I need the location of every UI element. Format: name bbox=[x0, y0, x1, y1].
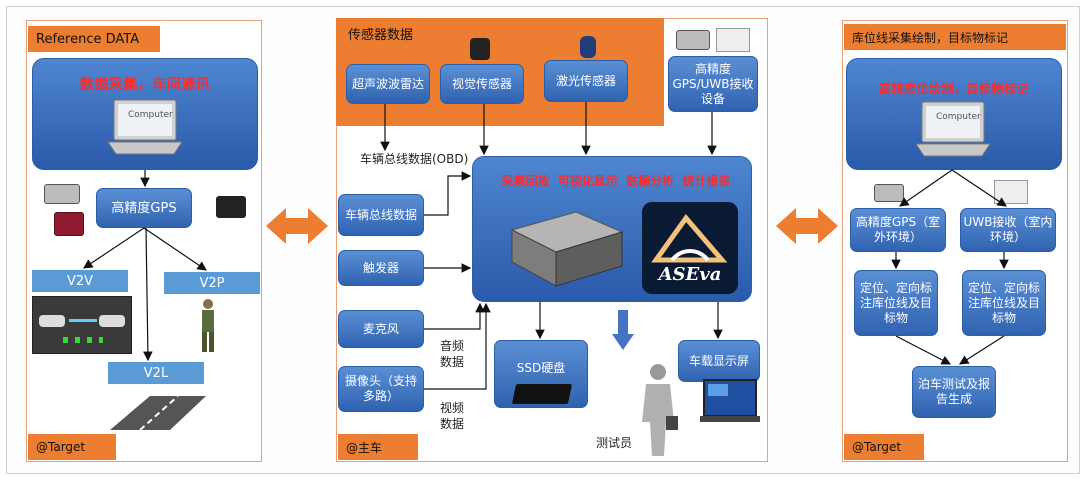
report-box: 泊车测试及报告生成 bbox=[912, 366, 996, 418]
input-microphone: 麦克风 bbox=[338, 310, 424, 348]
middle-footer: @主车 bbox=[338, 434, 418, 460]
obd-label: 车辆总线数据(OBD) bbox=[360, 152, 469, 166]
right-gps-box: 高精度GPS（室外环境） bbox=[850, 208, 946, 252]
car-icon bbox=[99, 315, 125, 327]
right-uwb-box: UWB接收（室内环境） bbox=[960, 208, 1056, 252]
aseva-logo-text: ASEva bbox=[658, 264, 722, 285]
lidar-sensor-icon bbox=[580, 36, 596, 58]
right-footer: @Target bbox=[844, 434, 924, 460]
down-arrow-icon bbox=[612, 310, 634, 350]
gps-device-icon bbox=[874, 184, 904, 202]
tester-icon bbox=[640, 362, 680, 458]
sensor-gps-uwb: 高精度GPS/UWB接收设备 bbox=[668, 56, 758, 112]
input-trigger: 触发器 bbox=[338, 250, 424, 286]
left-gps-box: 高精度GPS bbox=[96, 188, 192, 228]
gps-device-icon bbox=[44, 184, 80, 204]
double-arrow-left bbox=[266, 208, 328, 244]
computer-icon: Computer bbox=[915, 100, 991, 160]
input-camera: 摄像头（支持多路） bbox=[338, 366, 424, 412]
audio-label: 音频数据 bbox=[440, 339, 465, 369]
laptop-icon bbox=[700, 378, 760, 426]
left-title: 数据采集，车间通讯 bbox=[79, 77, 211, 93]
aseva-logo: ASEva bbox=[642, 202, 738, 294]
sensor-ultrasonic: 超声波波雷达 bbox=[346, 64, 430, 104]
video-label: 视频数据 bbox=[440, 401, 465, 431]
middle-header: 传感器数据 bbox=[348, 28, 414, 43]
computer-label: Computer bbox=[936, 112, 981, 122]
camera-sensor-icon bbox=[470, 38, 490, 60]
road-icon bbox=[110, 395, 206, 431]
gps-uwb-device-icon bbox=[676, 30, 710, 50]
left-header: Reference DATA bbox=[28, 26, 160, 52]
signal-icon bbox=[69, 319, 97, 322]
indicator-lights bbox=[63, 337, 103, 343]
right-title: 高精库位绘制，目标物标记 bbox=[878, 82, 1029, 96]
ssd-label: SSD硬盘 bbox=[516, 361, 566, 375]
v2v-road-image bbox=[32, 296, 132, 354]
car-icon bbox=[39, 315, 65, 327]
computer-label: Computer bbox=[128, 110, 173, 120]
right-header: 库位线采集绘制，目标物标记 bbox=[844, 24, 1066, 50]
sensor-laser: 激光传感器 bbox=[544, 60, 628, 102]
left-footer: @Target bbox=[28, 434, 116, 460]
sensor-vision: 视觉传感器 bbox=[440, 64, 524, 104]
router-device-icon bbox=[54, 212, 84, 236]
computer-box-icon bbox=[506, 200, 624, 290]
features-label: 采集回放 可视化显示 数据分析 统计报告 bbox=[501, 174, 731, 188]
computer-icon: Computer bbox=[107, 98, 183, 158]
receiver-device-icon bbox=[216, 196, 246, 218]
v2v-box: V2V bbox=[32, 270, 128, 292]
input-bus-data: 车辆总线数据 bbox=[338, 194, 424, 236]
v2p-box: V2P bbox=[164, 272, 260, 294]
double-arrow-right bbox=[776, 208, 838, 244]
v2l-box: V2L bbox=[108, 362, 204, 384]
pedestrian-icon bbox=[196, 298, 220, 354]
uwb-chart-icon bbox=[716, 28, 750, 52]
right-locate-box-1: 定位、定向标注库位线及目标物 bbox=[854, 270, 938, 336]
tester-label: 测试员 bbox=[596, 436, 633, 450]
right-locate-box-2: 定位、定向标注库位线及目标物 bbox=[962, 270, 1046, 336]
ssd-box: SSD硬盘 bbox=[494, 340, 588, 408]
